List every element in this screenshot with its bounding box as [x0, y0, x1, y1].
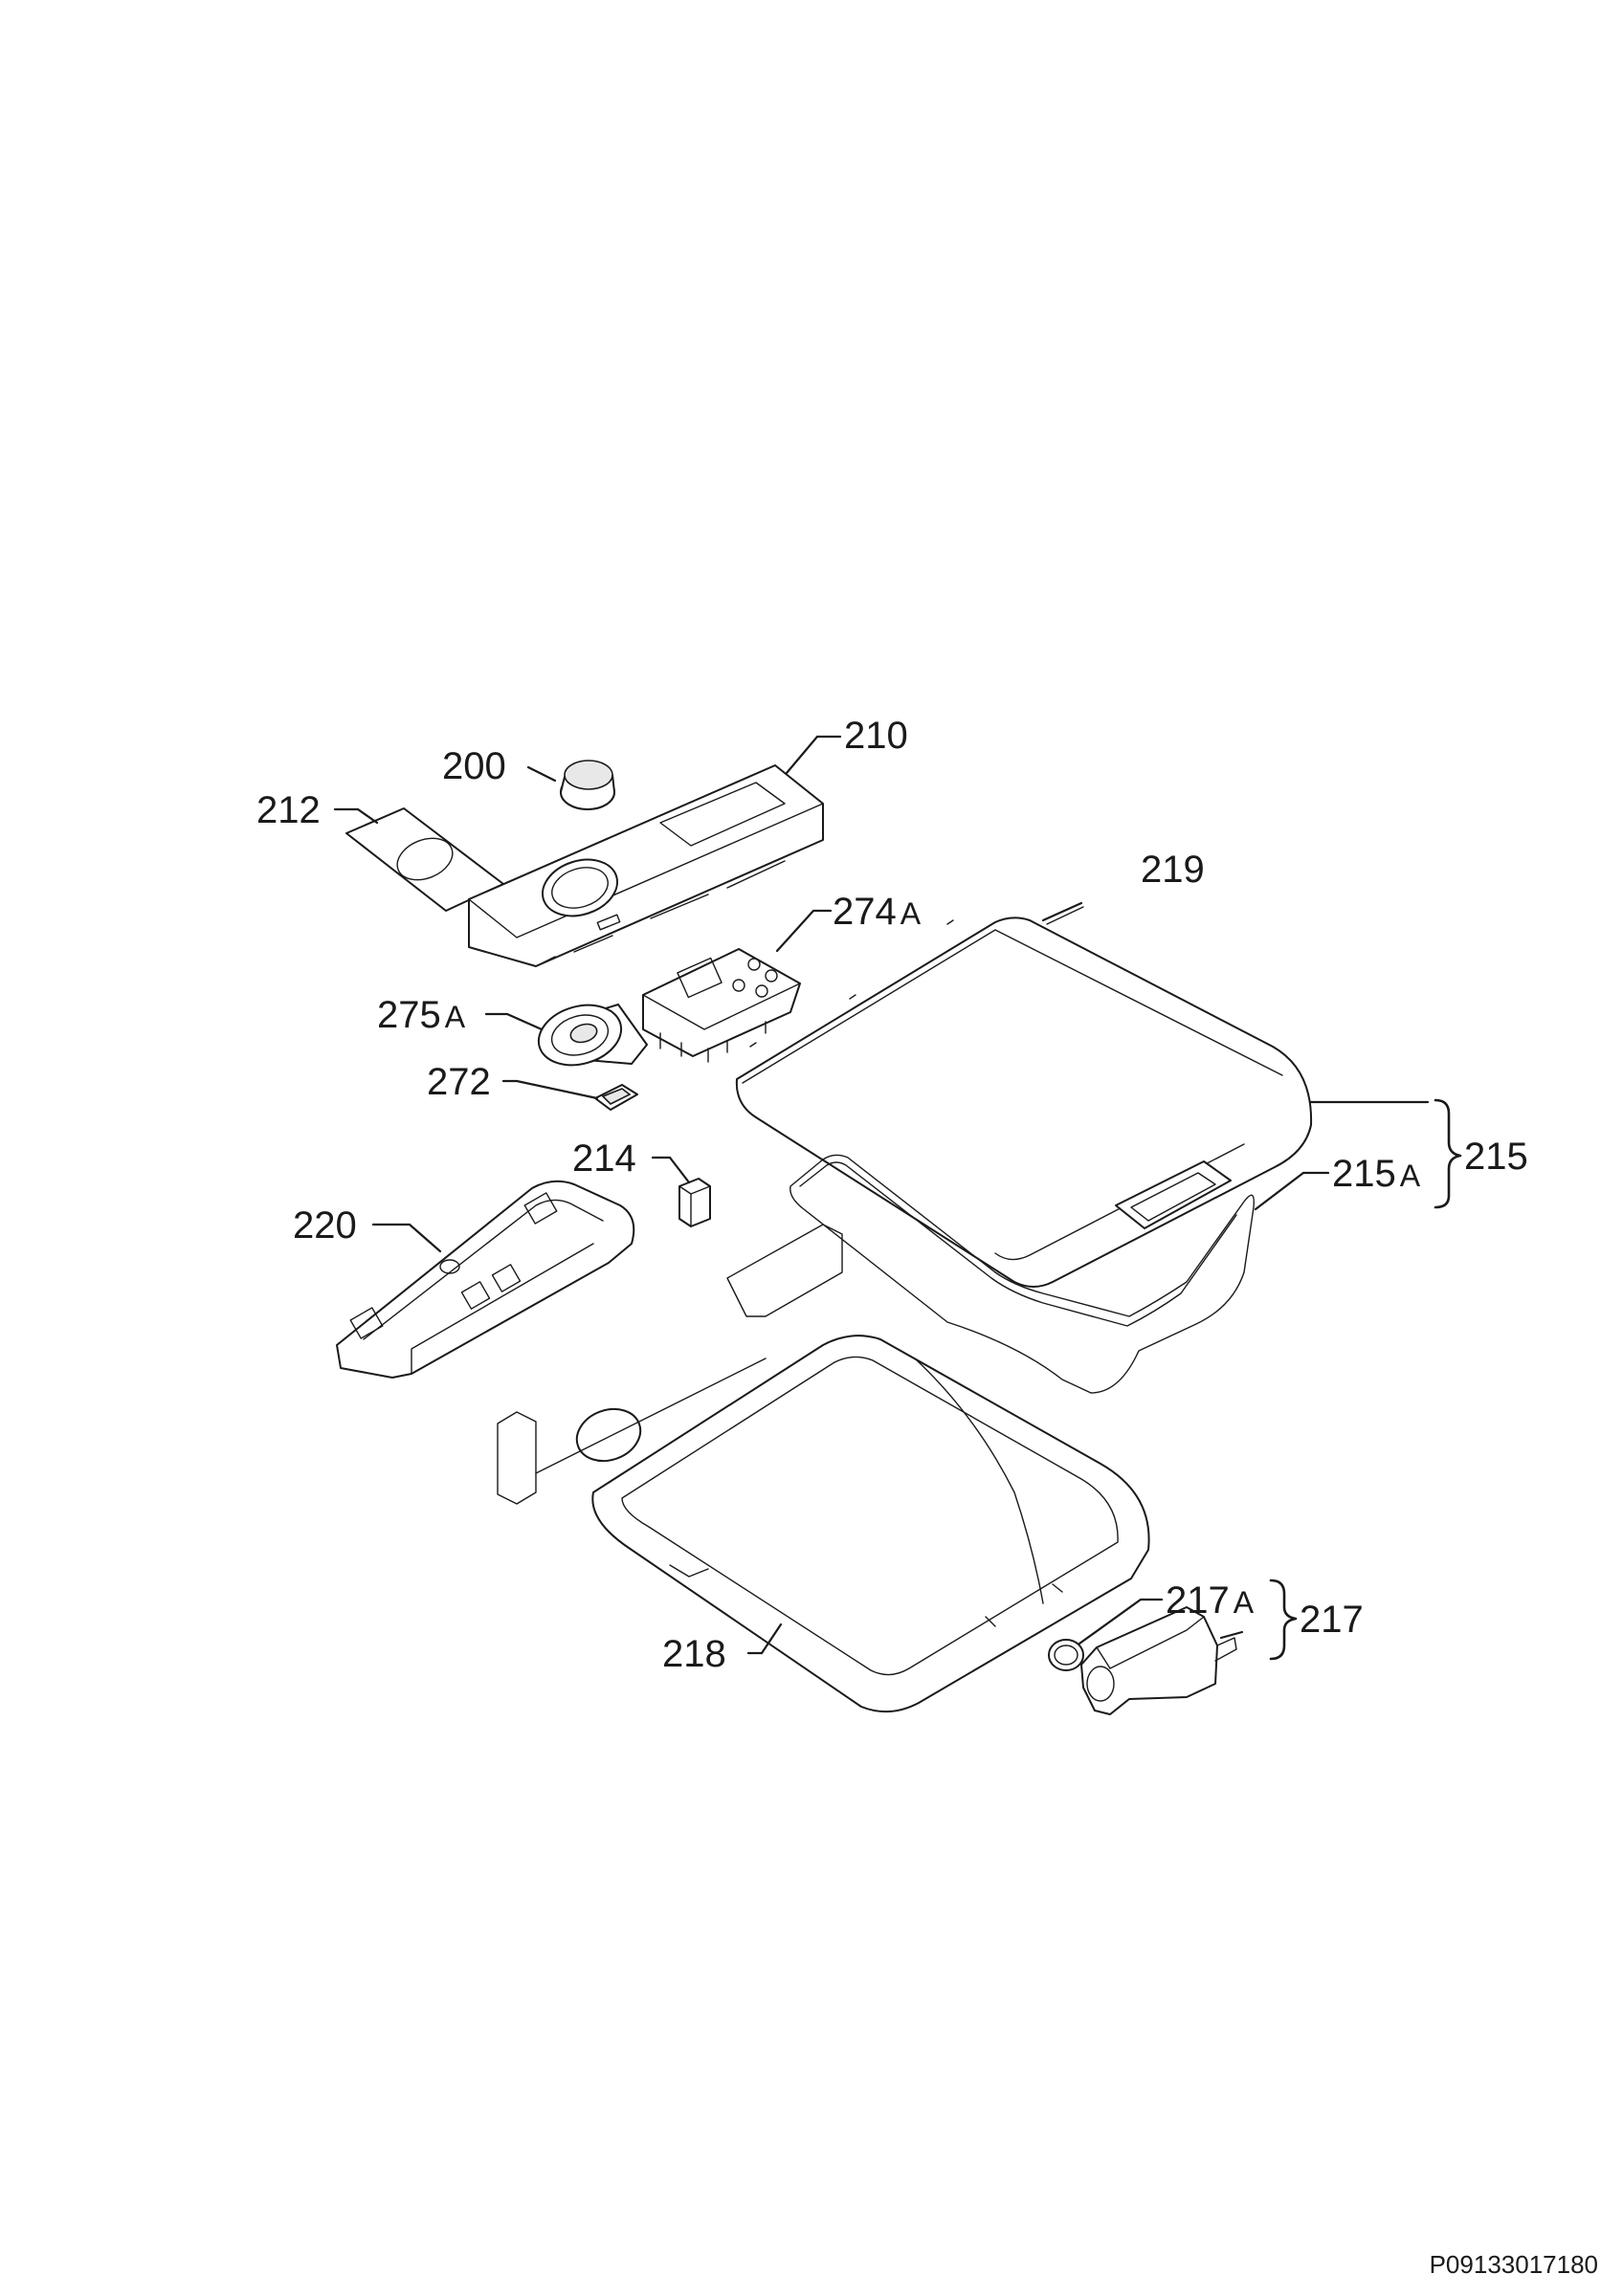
label-274a-number: 274	[833, 891, 897, 933]
label-215a-suffix: A	[1400, 1159, 1421, 1193]
part-200-knob	[560, 760, 615, 810]
part-215a-seal	[789, 1154, 1255, 1394]
label-217a-suffix: A	[1234, 1585, 1255, 1620]
label-214: 214	[572, 1137, 636, 1180]
label-274a-suffix: A	[900, 896, 922, 931]
leader-218	[746, 1623, 783, 1655]
part-275a-selector-ring	[537, 1004, 648, 1067]
label-215a-number: 215	[1332, 1153, 1396, 1195]
drawing-code: P09133017180	[1430, 2250, 1598, 2279]
brace-215	[1434, 1098, 1462, 1209]
label-200: 200	[442, 745, 506, 787]
leader-200	[526, 765, 557, 783]
label-275a-number: 275	[377, 994, 441, 1036]
leader-210	[785, 735, 842, 775]
label-212: 212	[256, 789, 321, 831]
leader-217a	[1078, 1598, 1164, 1645]
part-218-top-frame	[497, 1224, 1150, 1713]
leader-275a	[484, 1012, 544, 1031]
leader-214	[651, 1156, 691, 1184]
part-220-dispenser	[336, 1180, 635, 1379]
label-217a-number: 217	[1166, 1579, 1230, 1622]
part-217-inlet-duct	[1080, 1606, 1237, 1715]
brace-217	[1269, 1578, 1298, 1661]
label-218: 218	[662, 1633, 726, 1675]
label-219: 219	[1141, 849, 1205, 891]
part-272-button	[594, 1084, 638, 1111]
leader-215a	[1254, 1171, 1330, 1211]
part-219-hinge-pin	[1041, 901, 1084, 925]
part-274a-electronic-module	[642, 948, 801, 1063]
label-217: 217	[1300, 1599, 1364, 1641]
label-215: 215	[1464, 1136, 1528, 1178]
label-272: 272	[427, 1061, 491, 1103]
leader-217-screw	[1219, 1630, 1244, 1640]
label-275a-suffix: A	[445, 1000, 466, 1034]
leader-274a	[775, 909, 833, 953]
part-217a-ring-seal	[1048, 1639, 1084, 1671]
part-215-lid	[735, 916, 1313, 1288]
part-210-control-panel	[468, 764, 824, 967]
leader-212	[333, 807, 379, 825]
leader-lines	[333, 735, 1430, 1655]
label-220: 220	[293, 1204, 357, 1247]
leader-220	[371, 1223, 442, 1253]
part-214-clip	[678, 1178, 711, 1227]
leader-272	[501, 1079, 599, 1100]
label-210: 210	[844, 715, 908, 757]
